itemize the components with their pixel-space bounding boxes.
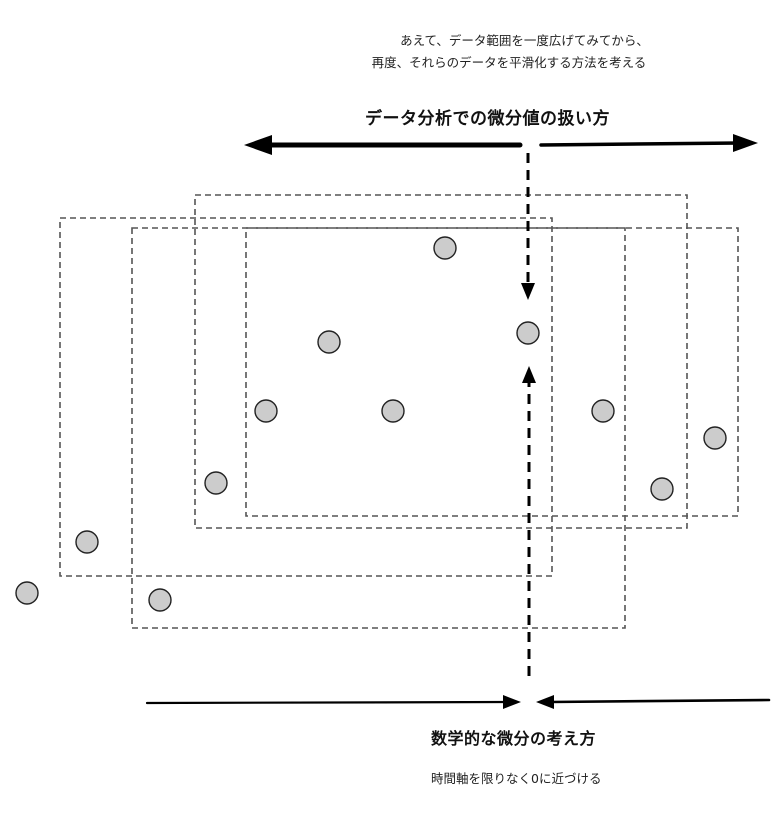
converge-right-arrow [145,695,521,709]
data-point [381,399,405,423]
data-point [703,426,727,450]
data-point [433,236,457,260]
data-point [148,588,172,612]
expand-left-arrow [244,135,523,155]
data-point [317,330,341,354]
converge-left-arrow [536,695,771,709]
subtitle-line-1: あえて、データ範囲を一度広げてみてから、 [400,33,649,48]
data-window-3 [194,194,688,529]
data-window-4 [245,227,739,517]
top-title: データ分析での微分値の扱い方 [365,109,610,129]
data-point [75,530,99,554]
bottom-note: 時間軸を限りなく0に近づける [431,771,602,786]
up-to-point-arrow [522,366,536,676]
data-point [591,399,615,423]
data-point [254,399,278,423]
data-point [516,321,540,345]
subtitle-line-2: 再度、それらのデータを平滑化する方法を考える [371,55,647,70]
down-to-point-arrow [521,153,535,300]
expand-right-arrow [539,134,758,152]
subtitle: あえて、データ範囲を一度広げてみてから、 再度、それらのデータを平滑化する方法を… [0,30,781,74]
data-point [15,581,39,605]
data-point [204,471,228,495]
data-window-2 [131,227,626,629]
data-window-1 [59,217,553,577]
bottom-title: 数学的な微分の考え方 [431,729,597,748]
data-point [650,477,674,501]
